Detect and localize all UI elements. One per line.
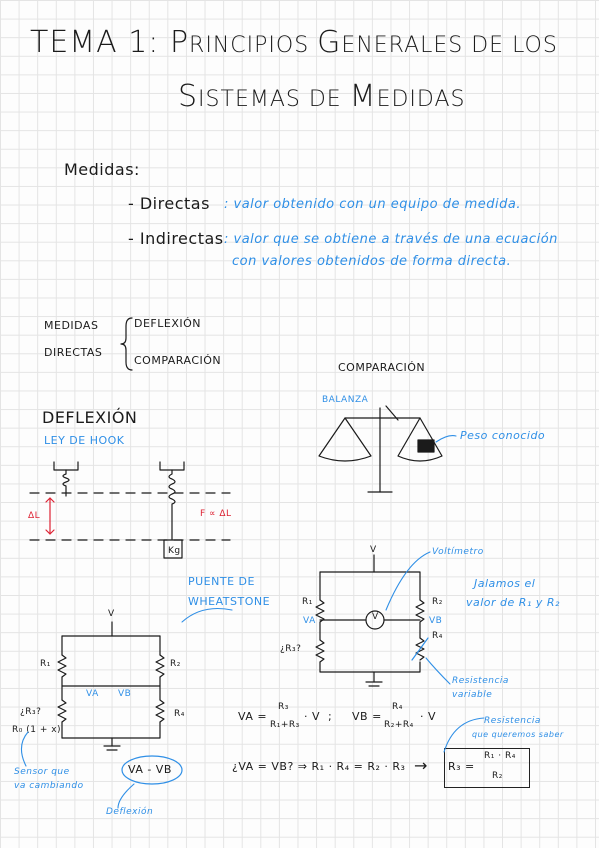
classification-left-2: DIRECTAS (44, 346, 103, 359)
result-arrow: → (414, 756, 428, 775)
variable-resistance-note-2: variable (452, 690, 493, 700)
right-bridge-r2: R₂ (432, 597, 443, 607)
classification-comparacion: COMPARACIÓN (134, 354, 222, 367)
page-title-line-2: SISTEMAS DE MEDIDAS (178, 82, 465, 112)
right-bridge-r1: R₁ (302, 597, 313, 607)
hooke-law-label: LEY DE HOOK (44, 434, 125, 447)
result-numerator: R₁ · R₄ (484, 751, 516, 761)
voltmeter-symbol: V (372, 612, 379, 622)
balance-condition: ¿VA = VB? ⇒ R₁ · R₄ = R₂ · R₃ (232, 760, 406, 773)
delta-arrow-heads (45, 497, 55, 535)
left-bridge-vb: VB (118, 689, 132, 699)
sensor-note-2: va cambiando (14, 781, 84, 791)
title-fragment: M (349, 79, 377, 114)
right-bridge-supply-label: V (370, 545, 377, 555)
force-proportional-label: F ∝ ΔL (200, 509, 232, 519)
indirect-definition-2: con valores obtenidos de forma directa. (232, 254, 512, 269)
title-fragment: ENERALES DE LOS (341, 33, 558, 58)
spring-left (62, 469, 70, 497)
adjust-note-1: Jalamos el (474, 577, 536, 590)
spring-mount-right (159, 461, 185, 471)
title-fragment: ISTEMAS DE (198, 87, 350, 112)
measures-heading: Medidas: (64, 160, 140, 179)
balance-needle (385, 405, 399, 421)
left-bridge-va: VA (86, 689, 99, 699)
vb-equation-denominator: R₂+R₄ (384, 720, 414, 730)
direct-label: - Directas (128, 194, 210, 213)
title-fragment: G (317, 25, 342, 60)
result-denominator: R₂ (492, 771, 503, 781)
variable-resistance-note-1: Resistencia (452, 676, 509, 686)
sensor-expression: R₀ (1 + x) (12, 725, 62, 735)
equation-separator: ; (328, 710, 333, 723)
vb-equation-numerator: R₄ (392, 702, 403, 712)
mass-label: Kg (168, 546, 181, 556)
delta-length-label: ΔL (28, 511, 41, 521)
comparacion-heading: COMPARACIÓN (338, 361, 426, 374)
known-weight-note: Peso conocido (460, 429, 546, 442)
title-fragment: S (178, 79, 199, 114)
known-weight (417, 439, 435, 453)
unknown-resistance-note-2: que queremos saber (472, 730, 564, 739)
left-bridge-r4: R₄ (174, 709, 185, 719)
wheatstone-label-1: PUENTE DE (188, 575, 255, 588)
right-bridge-r3: ¿R₃? (280, 644, 302, 654)
sensor-note-1: Sensor que (14, 767, 70, 777)
vb-equation-lhs: VB = (352, 710, 382, 723)
right-bridge-r4: R₄ (432, 631, 443, 641)
va-equation-lhs: VA = (238, 710, 268, 723)
va-equation-tail: · V (304, 710, 321, 723)
va-equation-numerator: R₃ (278, 702, 289, 712)
classification-deflexion: DEFLEXIÓN (134, 317, 201, 330)
va-equation-denominator: R₁+R₃ (270, 720, 300, 730)
result-lhs: R₃ = (448, 760, 475, 773)
vb-equation-tail: · V (420, 710, 437, 723)
title-fragment: EDIDAS (376, 87, 466, 112)
classification-left-1: MEDIDAS (44, 319, 99, 332)
result-box (444, 748, 530, 788)
voltmeter-note: Voltímetro (432, 547, 484, 557)
wheatstone-label-2: WHEATSTONE (188, 595, 271, 608)
mass-block (163, 539, 183, 559)
deflexion-note: Deflexión (106, 807, 154, 817)
balance-pan-right (397, 417, 443, 462)
indirect-label: - Indirectas (128, 229, 224, 248)
page-title-line-1: TEMA 1: PRINCIPIOS GENERALES DE LOS (30, 28, 558, 58)
right-bridge-va: VA (303, 616, 316, 626)
brace (120, 317, 133, 371)
left-bridge-r3: ¿R₃? (20, 707, 42, 717)
indirect-definition-1: : valor que se obtiene a través de una e… (224, 232, 558, 247)
right-bridge-vb: VB (429, 616, 443, 626)
left-bridge-r1: R₁ (40, 659, 51, 669)
voltage-difference: VA - VB (128, 763, 172, 776)
adjust-note-2: valor de R₁ y R₂ (466, 596, 560, 609)
spring-mount-left (53, 461, 79, 471)
title-fragment: RINCIPIOS (189, 33, 318, 58)
unknown-resistance-note-1: Resistencia (484, 716, 541, 726)
spring-right (168, 469, 176, 540)
left-bridge-r2: R₂ (170, 659, 181, 669)
balance-label: BALANZA (322, 395, 369, 405)
left-bridge-supply-label: V (108, 609, 115, 619)
title-fragment: TEMA 1: P (30, 25, 190, 60)
direct-definition: : valor obtenido con un equipo de medida… (224, 197, 521, 212)
balance-pan-left (318, 417, 372, 462)
deflexion-heading: DEFLEXIÓN (42, 408, 138, 427)
